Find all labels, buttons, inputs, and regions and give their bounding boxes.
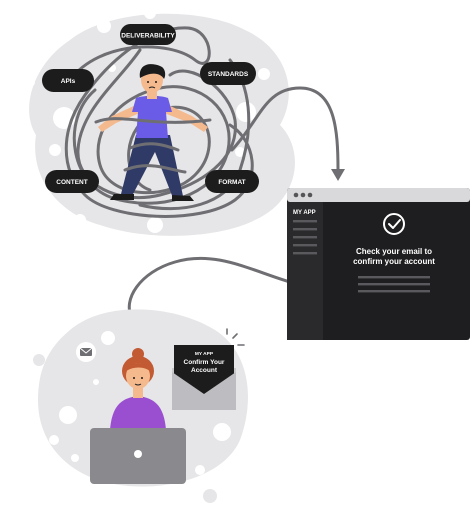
bubble [25, 77, 35, 87]
topic-tag-deliverability: DELIVERABILITY [120, 24, 176, 45]
topic-tag-content-label: CONTENT [56, 179, 87, 186]
man-hair [139, 64, 166, 79]
email-app-name: MY APP [195, 351, 214, 357]
sidebar-menu-item [293, 236, 317, 239]
topic-tag-content: CONTENT [45, 170, 99, 193]
placeholder-line [358, 276, 430, 279]
bubble [236, 102, 256, 122]
window-dot [293, 192, 299, 198]
wire-loop [72, 85, 231, 205]
email-scene: MY APP Confirm Your Account [33, 309, 248, 503]
man-legs [121, 135, 183, 198]
app-text-placeholders [358, 276, 430, 293]
envelope-front [172, 372, 236, 410]
bubble [49, 144, 61, 156]
man-neck [147, 90, 157, 99]
email-subject-line2: Account [191, 367, 218, 374]
app-window: MY APP Check your email to confirm your … [287, 188, 470, 340]
wire-loop [64, 26, 254, 218]
bubble [258, 68, 270, 80]
placeholder-line [358, 290, 430, 293]
topic-tag-format: FORMAT [205, 170, 259, 193]
check-circle-icon [383, 213, 405, 235]
bubble [101, 331, 115, 345]
sidebar-menu-item [293, 228, 317, 231]
email-bubbles [49, 331, 231, 475]
wire-loop [76, 48, 237, 200]
app-window-frame [287, 188, 470, 340]
wire-to-app-window [230, 86, 340, 172]
app-sidebar-menu [293, 220, 317, 255]
topic-tag-apis-label: APIs [61, 78, 76, 85]
woman-fringe [125, 363, 151, 372]
app-message-line2: confirm your account [353, 257, 435, 266]
app-window-titlebar [287, 188, 470, 202]
sidebar-menu-item [293, 220, 317, 223]
bubble [195, 465, 205, 475]
app-sidebar-title: MY APP [293, 210, 316, 216]
man-shoe [172, 195, 194, 201]
email-letter [174, 345, 234, 396]
bubble [74, 214, 86, 226]
window-dot [300, 192, 306, 198]
app-sidebar [287, 202, 323, 340]
woman-head [126, 363, 150, 389]
arrow-head [331, 169, 345, 181]
outer-dot [33, 354, 45, 366]
bubble [147, 217, 163, 233]
bubble [213, 423, 231, 441]
app-message-line1: Check your email to [356, 247, 432, 256]
man-arm-right [164, 104, 208, 132]
outer-dot [203, 489, 217, 503]
topic-tag-apis: APIs [42, 69, 94, 92]
sparkle [226, 328, 245, 346]
email-subject-line1: Confirm Your [184, 359, 225, 366]
woman [110, 348, 166, 430]
envelope-icon [76, 342, 96, 362]
tangle-scene: DELIVERABILITY APIs STANDARDS CONTENT FO… [25, 7, 295, 236]
topic-tag-standards-label: STANDARDS [208, 71, 249, 78]
woman-neck [133, 388, 143, 398]
bubble [49, 435, 59, 445]
placeholder-line [358, 283, 430, 286]
topic-tag-standards: STANDARDS [200, 62, 256, 85]
tangle-bubbles [25, 7, 270, 233]
bubble [59, 406, 77, 424]
bubble [97, 19, 111, 33]
bubble [144, 7, 156, 19]
topic-tag-deliverability-label: DELIVERABILITY [121, 33, 175, 40]
logo-circle-icon [134, 450, 142, 458]
sidebar-menu-item [293, 244, 317, 247]
man-shirt [132, 95, 172, 138]
window-dot [307, 192, 313, 198]
woman-shirt [110, 396, 166, 430]
topic-tag-format-label: FORMAT [218, 179, 245, 186]
email-envelope: MY APP Confirm Your Account [172, 345, 236, 410]
wire-wrap [94, 117, 212, 174]
man-shoe [110, 194, 134, 200]
bubble [235, 147, 245, 157]
bubble [93, 379, 99, 385]
laptop [90, 428, 186, 484]
bubble [71, 454, 79, 462]
sidebar-menu-item [293, 252, 317, 255]
